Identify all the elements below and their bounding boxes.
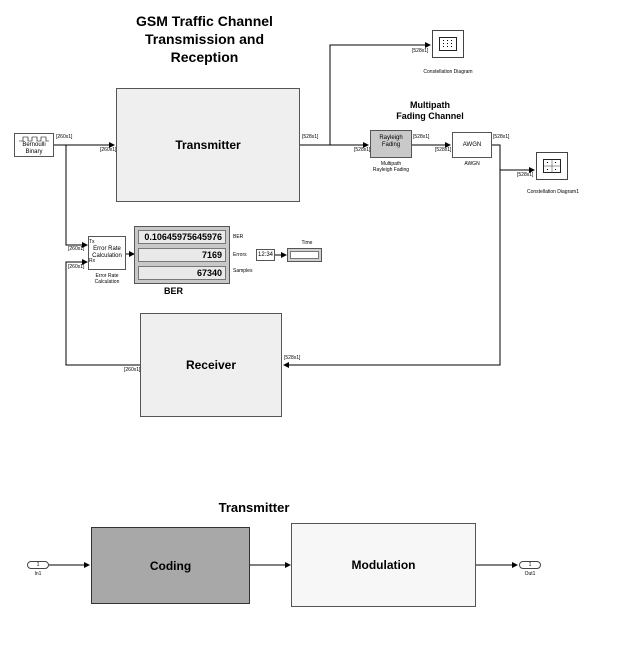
display-value: 7169 [138, 248, 226, 262]
signal-dimension-label: [528x1] [493, 134, 510, 140]
scope-screen-icon [543, 159, 561, 173]
constellation-diagram-block[interactable] [432, 30, 464, 58]
title-line: GSM Traffic Channel [136, 13, 273, 29]
signal-dimension-label: [260x1] [68, 246, 85, 252]
coding-block[interactable]: Coding [91, 527, 250, 604]
time-display-block[interactable] [287, 248, 322, 262]
awgn-block[interactable]: AWGN [452, 132, 492, 158]
receiver-label: Receiver [185, 358, 237, 372]
error-rate-caption-line: Error Rate [95, 273, 119, 279]
rayleigh-label: Fading [381, 142, 401, 148]
display-value: 0.10645975645976 [138, 230, 226, 244]
signal-dimension-label: [528x1] [517, 172, 534, 178]
time-display-field [290, 251, 319, 259]
multipath-title: Multipath Fading Channel [380, 100, 480, 122]
display-value: 67340 [138, 266, 226, 280]
bernoulli-label: Bernoulli [22, 142, 46, 148]
multipath-title-line: Fading Channel [396, 111, 464, 121]
bernoulli-label: Binary [25, 149, 43, 155]
signal-dimension-label: [528x1] [435, 147, 452, 153]
pulse-icon [19, 136, 49, 142]
out1-label: Out1 [524, 571, 536, 577]
signal-dimension-label: [528x1] [302, 134, 319, 140]
signal-dimension-label: [260x1] [56, 134, 73, 140]
time-caption: Time [301, 240, 313, 246]
rayleigh-caption-line: Rayleigh Fading [372, 167, 410, 173]
signal-dimension-label: [528x1] [354, 147, 371, 153]
clock-block[interactable]: 12:34 [256, 249, 275, 261]
constellation-diagram1-block[interactable] [536, 152, 568, 180]
constellation1-caption: Constellation Diagram1 [527, 189, 579, 195]
ber-display-block[interactable]: 0.10645975645976 7169 67340 [134, 226, 230, 284]
model-title: GSM Traffic Channel Transmission and Rec… [112, 12, 297, 66]
signal-dimension-label: [528x1] [284, 355, 301, 361]
subsystem-title: Transmitter [218, 500, 290, 515]
rx-port-label: Rx [89, 258, 96, 264]
coding-label: Coding [149, 558, 192, 573]
transmitter-label: Transmitter [175, 138, 241, 152]
constellation-caption: Constellation Diagram [423, 69, 473, 75]
receiver-block[interactable]: Receiver [140, 313, 282, 417]
ber-caption: BER [164, 286, 184, 296]
out1-port-number: 1 [528, 562, 532, 568]
signal-dimension-label: [528x1] [412, 48, 429, 54]
rayleigh-label: Rayleigh [379, 135, 403, 141]
error-rate-label: Error Rate [93, 246, 121, 252]
error-rate-caption-line: Calculation [94, 279, 120, 285]
out1-port[interactable]: 1 [519, 561, 541, 569]
display-row-label: BER [233, 234, 244, 240]
error-rate-label: Calculation [92, 253, 122, 259]
multipath-title-line: Multipath [410, 100, 450, 110]
error-rate-calculation-block[interactable]: Error Rate Calculation [88, 236, 126, 270]
title-line: Transmission and [144, 31, 265, 47]
in1-label: In1 [34, 571, 42, 577]
signal-dimension-label: [260x1] [100, 147, 117, 153]
error-rate-caption: Error Rate Calculation [82, 273, 132, 285]
scope-screen-icon [439, 37, 457, 51]
signal-dimension-label: [260x1] [68, 264, 85, 270]
rayleigh-caption: Multipath Rayleigh Fading [356, 161, 426, 173]
tx-port-label: Tx [89, 239, 95, 245]
in1-port[interactable]: 1 [27, 561, 49, 569]
signal-dimension-label: [528x1] [413, 134, 430, 140]
clock-label: 12:34 [257, 251, 273, 258]
awgn-label: AWGN [462, 141, 482, 148]
rayleigh-caption-line: Multipath [380, 161, 402, 167]
display-row-label: Errors [233, 252, 247, 258]
rayleigh-fading-block[interactable]: Rayleigh Fading [370, 130, 412, 158]
bernoulli-binary-block[interactable]: Bernoulli Binary [14, 133, 54, 157]
display-row-label: Samples [233, 268, 253, 274]
modulation-block[interactable]: Modulation [291, 523, 476, 607]
modulation-label: Modulation [351, 558, 416, 572]
signal-dimension-label: [260x1] [124, 367, 141, 373]
in1-port-number: 1 [36, 562, 40, 568]
title-line: Reception [170, 49, 239, 65]
awgn-caption: AWGN [464, 161, 480, 167]
transmitter-block[interactable]: Transmitter [116, 88, 300, 202]
